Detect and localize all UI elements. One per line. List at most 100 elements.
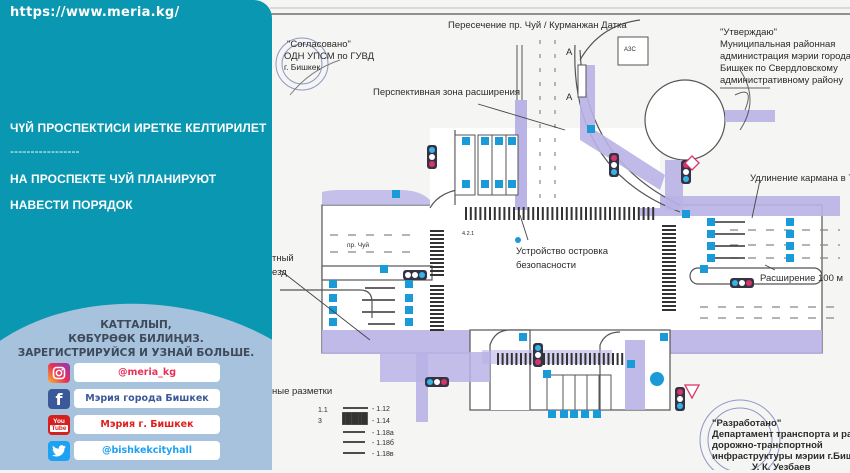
crosswalk-stripe bbox=[342, 412, 346, 425]
crosswalk-stripe bbox=[616, 353, 619, 365]
blue-sign-icon bbox=[543, 370, 551, 378]
crosswalk-stripe bbox=[637, 207, 640, 220]
crosswalk-stripe bbox=[662, 285, 676, 287]
crosswalk-stripe bbox=[529, 353, 532, 365]
crosswalk-stripe bbox=[474, 207, 477, 220]
crosswalk-stripe bbox=[430, 301, 444, 303]
crosswalk-stripe bbox=[430, 266, 444, 268]
crosswalk-stripe bbox=[628, 207, 631, 220]
crosswalk-stripe bbox=[430, 293, 444, 295]
crosswalk-stripe bbox=[527, 207, 530, 220]
left-label-1: тный bbox=[272, 253, 294, 264]
crosswalk-stripe bbox=[430, 305, 444, 307]
crosswalk-stripe bbox=[484, 207, 487, 220]
crosswalk-stripe bbox=[506, 353, 509, 365]
crosswalk-stripe bbox=[513, 207, 515, 220]
stamps bbox=[275, 37, 781, 470]
crosswalk-stripe bbox=[503, 207, 506, 220]
crosswalk-stripe bbox=[662, 265, 676, 267]
blue-sign-icon bbox=[495, 180, 503, 188]
blue-sign-icon bbox=[786, 230, 794, 238]
marking-118v: - 1.18в bbox=[372, 451, 394, 458]
crosswalk-stripe bbox=[348, 412, 352, 425]
blue-sign-icon bbox=[508, 180, 516, 188]
agreed-city: г. Бишкек bbox=[284, 62, 321, 72]
marking-left-2: 3 bbox=[318, 418, 322, 425]
crosswalk-stripe bbox=[489, 207, 491, 220]
blue-sign-icon bbox=[329, 306, 337, 314]
gas-station-label: АЗС bbox=[624, 47, 636, 53]
crosswalk-stripe bbox=[430, 309, 444, 311]
social-instagram[interactable]: @meria_kg bbox=[48, 363, 220, 383]
crosswalk-stripe bbox=[652, 207, 655, 220]
social-label-facebook: Мэрия города Бишкек bbox=[74, 389, 220, 408]
blue-sign-icon bbox=[405, 306, 413, 314]
blue-sign-icon bbox=[548, 410, 556, 418]
sign-code: 4.2.1 bbox=[462, 231, 475, 237]
social-label-twitter: @bishkekcityhall bbox=[74, 441, 220, 460]
crosswalk-stripe bbox=[543, 353, 545, 365]
crosswalk-stripe bbox=[662, 301, 676, 303]
crosswalk-stripe bbox=[430, 230, 444, 232]
crosswalk-stripe bbox=[612, 353, 614, 365]
crosswalk-stripe bbox=[662, 305, 676, 307]
crosswalk-stripe bbox=[662, 281, 676, 283]
crosswalk-stripe bbox=[430, 254, 444, 256]
blue-sign-icon bbox=[682, 210, 690, 218]
crosswalk-stripe bbox=[430, 317, 444, 319]
crosswalk-stripe bbox=[662, 229, 676, 231]
crosswalk-stripe bbox=[609, 207, 611, 220]
developed-label: "Разработано" bbox=[712, 418, 782, 429]
crosswalk-stripe bbox=[565, 207, 568, 220]
crosswalk-stripe bbox=[515, 353, 518, 365]
crosswalk-stripe bbox=[584, 353, 587, 365]
crosswalk-stripe bbox=[345, 412, 349, 425]
plan-title: Пересечение пр. Чуй / Курманжан Датка bbox=[448, 20, 627, 31]
crosswalk-stripe bbox=[430, 313, 444, 315]
crosswalk-stripe bbox=[594, 207, 597, 220]
blue-sign-icon bbox=[700, 265, 708, 273]
crosswalk-stripe bbox=[662, 241, 676, 243]
twitter-icon bbox=[48, 441, 70, 461]
facebook-icon: f bbox=[48, 389, 70, 409]
agreed-label: "Согласовано" bbox=[287, 39, 351, 50]
roundabout bbox=[577, 19, 775, 210]
approve-label: "Утверждаю" bbox=[720, 27, 777, 38]
developed-line-4: У. К. Уезбаев bbox=[752, 462, 811, 473]
island-label-1: Устройство островка bbox=[516, 246, 608, 257]
crosswalk-stripe bbox=[354, 412, 359, 425]
marking-left-1: 1.1 bbox=[318, 407, 328, 414]
crosswalk-stripe bbox=[585, 207, 587, 220]
crosswalk-stripe bbox=[621, 353, 624, 365]
crosswalk-stripe bbox=[551, 207, 554, 220]
cta-line-1: КАТТАЛЫП, bbox=[100, 319, 172, 331]
zone-label: Перспективная зона расширения bbox=[373, 87, 521, 98]
crosswalk-stripe bbox=[541, 207, 544, 220]
crosswalk-stripe bbox=[430, 238, 444, 240]
crosswalk-stripe bbox=[561, 353, 564, 365]
social-twitter[interactable]: @bishkekcityhall bbox=[48, 441, 220, 461]
blue-sign-icon bbox=[405, 318, 413, 326]
blue-sign-icon bbox=[707, 242, 715, 250]
crosswalk-stripe bbox=[662, 289, 676, 291]
developed-line-1: Департамент транспорта и раз bbox=[712, 429, 850, 440]
site-url-link[interactable]: https://www.meria.kg/ bbox=[10, 5, 180, 20]
crosswalk-stripe bbox=[498, 207, 501, 220]
crosswalk-stripe bbox=[607, 353, 610, 365]
marking-118a: - 1.18а bbox=[372, 430, 394, 437]
crosswalk-stripe bbox=[570, 353, 573, 365]
headline-separator: ----------------- bbox=[10, 144, 80, 158]
crosswalk-stripe bbox=[647, 207, 650, 220]
crosswalk-stripe bbox=[430, 258, 444, 260]
blue-sign-icon bbox=[495, 137, 503, 145]
blue-sign-icon bbox=[392, 190, 400, 198]
crosswalk-stripe bbox=[561, 207, 563, 220]
crosswalk-stripe bbox=[501, 353, 504, 365]
cta-line-2: КӨБҮРӨӨК БИЛИҢИЗ. bbox=[68, 333, 204, 345]
crosswalk-stripe bbox=[570, 207, 573, 220]
crosswalk-stripe bbox=[537, 207, 539, 220]
social-facebook[interactable]: f Мэрия города Бишкек bbox=[48, 389, 220, 409]
blue-sign-icon bbox=[627, 360, 635, 368]
